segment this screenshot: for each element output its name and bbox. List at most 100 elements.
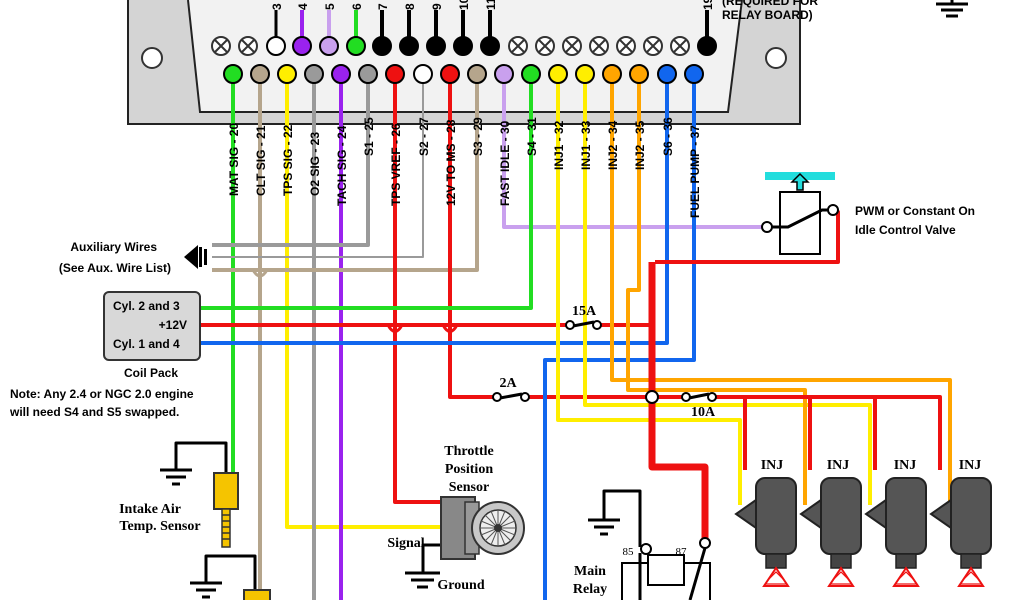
pin-19 xyxy=(697,36,717,56)
aux-wires-arrow-icon xyxy=(184,245,207,269)
pin-6 xyxy=(346,36,366,56)
wire-clt-ground xyxy=(204,554,257,590)
wire-tps-sig-22 xyxy=(285,82,441,529)
fuse-2a xyxy=(492,392,530,402)
pin-label-o2-sig-23: O2 SIG - 23 xyxy=(308,132,322,196)
pin-34 xyxy=(602,64,622,84)
pin-9 xyxy=(426,36,446,56)
pin-label-tps-sig-22: TPS SIG - 22 xyxy=(281,124,295,196)
pin-number-5: 5 xyxy=(323,3,337,10)
connector-mounting-hole-right xyxy=(765,47,787,69)
fuse-15a xyxy=(565,320,602,330)
pin-3 xyxy=(266,36,286,56)
pin-17 xyxy=(643,36,663,56)
pin-label-s1-25: S1 - 25 xyxy=(362,117,376,156)
idle-valve-label-line1: PWM or Constant On xyxy=(855,204,975,218)
pin-37 xyxy=(684,64,704,84)
pin-30 xyxy=(494,64,514,84)
pin-15 xyxy=(589,36,609,56)
pin-label-s3-29: S3 - 29 xyxy=(471,117,485,156)
pin-16 xyxy=(616,36,636,56)
pin-31 xyxy=(521,64,541,84)
wire-crossover-hop xyxy=(386,324,404,333)
pin-33 xyxy=(575,64,595,84)
wire-inj2-34 xyxy=(610,82,952,505)
coil-cyl-1-4-label: Cyl. 1 and 4 xyxy=(113,337,180,351)
pin-number-10: 10 xyxy=(457,0,471,10)
coil-pack xyxy=(103,291,201,361)
tps-signal-label: Signal xyxy=(387,536,424,551)
clt-ground-icon xyxy=(190,581,222,599)
injector-3-label: INJ xyxy=(894,458,917,473)
pin-35 xyxy=(629,64,649,84)
relay-pin-85-label: 85 xyxy=(623,546,635,558)
pin-label-fast-idle-30: FAST IDLE - 30 xyxy=(498,120,512,206)
injector-4-label: INJ xyxy=(959,458,982,473)
idle-valve-label-line2: Idle Control Valve xyxy=(855,223,956,237)
pin-label-s6-36: S6 - 36 xyxy=(661,117,675,156)
wire-s3-29 xyxy=(212,82,479,272)
wire-main-power-bus xyxy=(648,262,709,540)
wire-s6-36 xyxy=(199,82,669,345)
wire-s4-31 xyxy=(199,82,533,310)
fuse-2a-label: 2A xyxy=(499,376,517,391)
pin-label-tach-sig-24: TACH SIG - 24 xyxy=(335,125,349,206)
relay-pin-87-label: 87 xyxy=(676,546,688,558)
chassis-ground-icon xyxy=(936,0,968,18)
wire-tps-ground xyxy=(421,543,441,573)
aux-wires-label: Auxiliary Wires xyxy=(70,240,157,254)
pin-2 xyxy=(238,36,258,56)
pin-number-8: 8 xyxy=(403,3,417,10)
pin-13 xyxy=(535,36,555,56)
wire-crossover-hop xyxy=(441,324,459,333)
pin-4 xyxy=(292,36,312,56)
tps-label-line1: Throttle xyxy=(444,444,494,459)
wire-s2-27 xyxy=(212,82,424,258)
wire-inj2-35 xyxy=(626,82,807,505)
coil-12v-label: +12V xyxy=(159,318,187,332)
tps-label-line3: Sensor xyxy=(449,480,489,495)
wire-tps-vref-26 xyxy=(393,82,441,504)
injector-3 xyxy=(864,477,927,587)
pin-label-s2-27: S2 - 27 xyxy=(417,117,431,156)
pin-label-s4-31: S4 - 31 xyxy=(525,117,539,156)
pin-label-inj1-33: INJ1 - 33 xyxy=(579,120,593,170)
db37-connector-face xyxy=(187,0,743,113)
pin-label-clt-sig-21: CLT SIG - 21 xyxy=(254,125,268,196)
pin-10 xyxy=(453,36,473,56)
pin-18 xyxy=(670,36,690,56)
wire-12v-to-ms-28 xyxy=(448,82,497,399)
wire-injector-power xyxy=(714,395,942,470)
pin-number-4: 4 xyxy=(296,3,310,10)
relay-board-note-line1: (REQUIRED FOR xyxy=(722,0,818,8)
pin-7 xyxy=(372,36,392,56)
iat-label-line1: Intake Air xyxy=(119,502,181,517)
pin-24 xyxy=(331,64,351,84)
fuse-10a xyxy=(681,392,717,402)
coil-pack-label: Coil Pack xyxy=(124,366,178,380)
swap-note-line2: will need S4 and S5 swapped. xyxy=(9,405,179,419)
wire-crossover-hop xyxy=(251,269,269,278)
pin-label-12v-to-ms-28: 12V TO MS - 28 xyxy=(444,119,458,206)
pin-26 xyxy=(385,64,405,84)
relay-85-ground-icon xyxy=(588,518,620,536)
injector-2 xyxy=(799,477,862,587)
pin-14 xyxy=(562,36,582,56)
pin-22 xyxy=(277,64,297,84)
pin-label-mat-sig-20: MAT SIG - 20 xyxy=(227,123,241,196)
pin-number-11: 11 xyxy=(484,0,498,10)
wire-fast-idle-30 xyxy=(502,82,765,229)
pin-11 xyxy=(480,36,500,56)
wire-inj1-33 xyxy=(583,82,872,505)
junction-node xyxy=(645,390,659,404)
idle-control-valve xyxy=(761,172,839,255)
aux-wire-list-label: (See Aux. Wire List) xyxy=(59,261,171,275)
iat-label-line2: Temp. Sensor xyxy=(119,519,200,534)
pin-25 xyxy=(358,64,378,84)
pin-number-6: 6 xyxy=(350,3,364,10)
injector-1-label: INJ xyxy=(761,458,784,473)
pin-32 xyxy=(548,64,568,84)
pin-21 xyxy=(250,64,270,84)
fuse-15a-label: 15A xyxy=(572,304,597,319)
